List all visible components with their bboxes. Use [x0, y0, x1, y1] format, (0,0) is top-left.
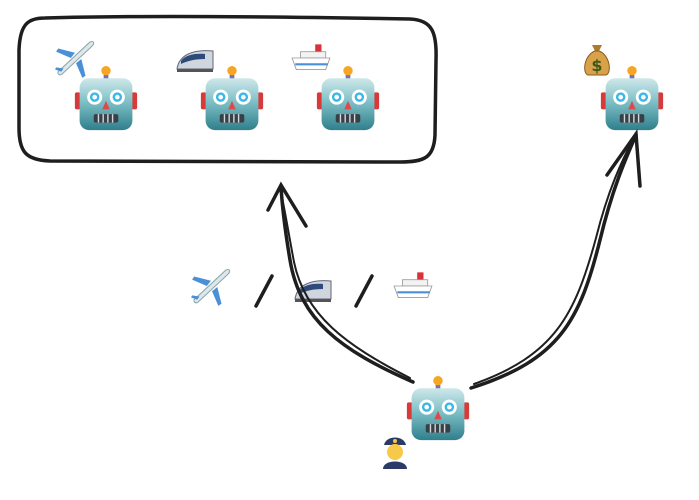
bullet-train-icon — [176, 50, 214, 73]
agent-group-box — [17, 14, 438, 164]
separator-slash — [254, 274, 274, 308]
robot-icon — [601, 66, 663, 130]
police-officer-icon — [383, 437, 407, 469]
group-agent-airplane — [54, 40, 137, 131]
robot-icon — [317, 66, 379, 130]
group-agent-train — [176, 50, 263, 130]
arrow-to-payment-agent — [469, 129, 642, 390]
payment-agent — [584, 44, 663, 130]
arrow-to-travel-agents — [266, 181, 415, 384]
airplane-icon — [190, 268, 231, 307]
robot-icon — [407, 376, 469, 440]
robot-icon — [201, 66, 263, 130]
group-agent-ship — [290, 43, 379, 130]
cruise-ship-icon — [392, 271, 434, 299]
cruise-ship-icon — [290, 43, 332, 71]
airplane-icon — [54, 40, 95, 79]
money-bag-icon — [584, 44, 610, 76]
choice-options — [190, 268, 434, 308]
router-agent — [383, 376, 469, 469]
separator-slash — [354, 274, 374, 308]
